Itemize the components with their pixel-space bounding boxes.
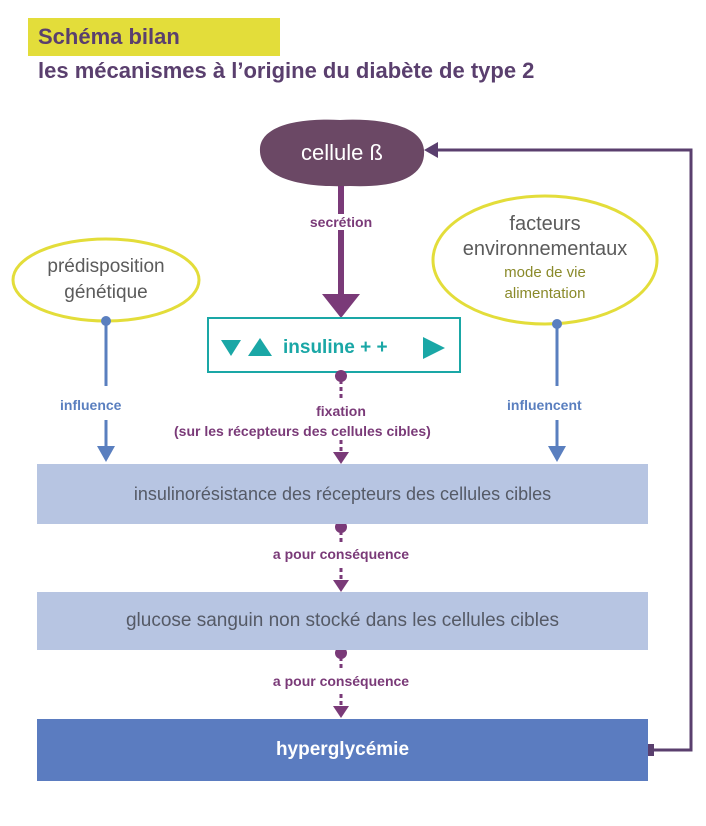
feedback-loop-arrowhead bbox=[424, 142, 438, 158]
insulin-label: insuline + + bbox=[283, 337, 388, 358]
influencent-label: influencent bbox=[507, 397, 582, 413]
genetic-label-line2: génétique bbox=[64, 282, 148, 303]
consequence-1-label: a pour conséquence bbox=[272, 546, 410, 562]
consequence-2-dot bbox=[335, 647, 347, 659]
environment-influence-arrowhead bbox=[548, 446, 566, 462]
insulin-triangle-right bbox=[423, 337, 445, 359]
environment-ellipse bbox=[431, 194, 659, 326]
consequence-2-label: a pour conséquence bbox=[272, 673, 410, 689]
insulin-box bbox=[207, 317, 461, 373]
feedback-loop-line bbox=[436, 148, 693, 752]
consequence-1-arrowhead bbox=[333, 580, 349, 592]
secretion-arrowhead bbox=[322, 294, 360, 318]
secretion-label: secrétion bbox=[300, 214, 382, 230]
hyperglycemia-box: hyperglycémie bbox=[37, 719, 648, 781]
environment-label-line2: environnementaux bbox=[462, 238, 628, 260]
fixation-arrowhead bbox=[333, 452, 349, 464]
glucose-label: glucose sanguin non stocké dans les cell… bbox=[125, 610, 560, 631]
genetic-label-line1: prédisposition bbox=[47, 256, 165, 277]
insulin-resistance-box: insulinorésistance des récepteurs des ce… bbox=[37, 464, 648, 524]
consequence-2-arrowhead bbox=[333, 706, 349, 718]
genetic-influence-arrowhead bbox=[97, 446, 115, 462]
environment-label: facteurs environnementaux mode de vie al… bbox=[433, 212, 657, 304]
fixation-dot bbox=[335, 370, 347, 382]
insulin-triangle-up bbox=[248, 338, 272, 356]
consequence-1-dot bbox=[335, 521, 347, 533]
genetic-label: prédisposition génétique bbox=[20, 254, 192, 306]
glucose-box: glucose sanguin non stocké dans les cell… bbox=[37, 592, 648, 650]
beta-cell-label: cellule ß bbox=[301, 140, 383, 165]
fixation-detail-label: (sur les récepteurs des cellules cibles) bbox=[174, 423, 431, 439]
hyperglycemia-label: hyperglycémie bbox=[275, 739, 410, 760]
title-tag: Schéma bilan bbox=[28, 18, 280, 56]
subtitle: les mécanismes à l’origine du diabète de… bbox=[38, 58, 535, 83]
insulin-triangle-down bbox=[221, 340, 241, 356]
insulin-resistance-label: insulinorésistance des récepteurs des ce… bbox=[133, 483, 552, 504]
influence-label: influence bbox=[60, 397, 122, 413]
environment-label-line1: facteurs bbox=[509, 213, 581, 235]
environment-label-line4: alimentation bbox=[504, 285, 586, 302]
environment-label-line3: mode de vie bbox=[504, 264, 586, 281]
beta-cell-shape bbox=[259, 119, 425, 187]
fixation-label: fixation bbox=[316, 403, 366, 419]
